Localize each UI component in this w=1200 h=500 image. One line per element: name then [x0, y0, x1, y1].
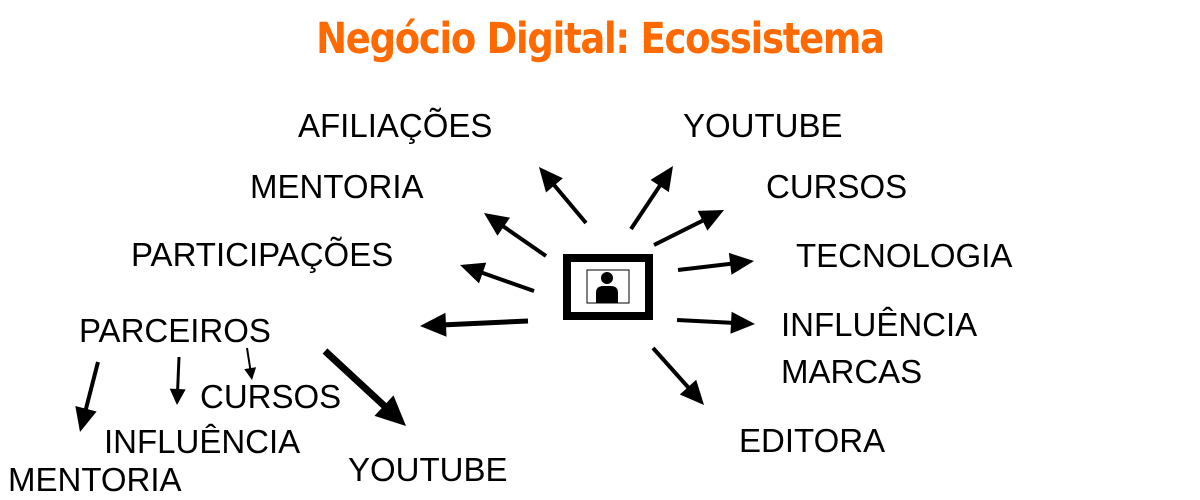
- diagram-title: Negócio Digital: Ecossistema: [316, 14, 885, 64]
- arrow-to-parceiros-influencia-shaft: [176, 356, 181, 392]
- arrow-to-participacoes-head: [460, 262, 487, 284]
- label-editora: EDITORA: [739, 422, 885, 459]
- arrow-to-editora-head: [679, 379, 704, 405]
- arrow-to-parceiros: [420, 312, 529, 337]
- arrow-to-parceiros-youtube-shaft: [322, 348, 388, 410]
- label-parceiros-mentoria: MENTORIA: [8, 461, 182, 498]
- arrow-to-cursos-shaft: [653, 218, 706, 247]
- label-parceiros: PARCEIROS: [79, 312, 271, 349]
- arrow-to-parceiros-head: [420, 312, 447, 337]
- label-participacoes: PARTICIPAÇÕES: [131, 236, 393, 273]
- arrow-to-cursos: [653, 210, 724, 247]
- arrow-to-parceiros-shaft: [443, 318, 529, 328]
- arrow-to-afiliacoes-head: [539, 167, 563, 193]
- arrow-to-parceiros-cursos-shaft: [246, 347, 252, 371]
- arrow-to-influencia-marcas: [676, 311, 755, 334]
- arrow-to-cursos-head: [697, 210, 724, 231]
- label-influencia: INFLUÊNCIA: [781, 306, 977, 343]
- arrow-to-parceiros-mentoria: [75, 361, 100, 432]
- arrow-to-tecnologia-head: [728, 252, 754, 275]
- label-parceiros-influencia: INFLUÊNCIA: [104, 423, 300, 460]
- arrow-to-influencia-marcas-shaft: [676, 318, 734, 325]
- arrow-to-parceiros-influencia-head: [169, 388, 186, 405]
- arrow-to-youtube: [629, 166, 673, 231]
- label-mentoria: MENTORIA: [250, 168, 424, 205]
- arrow-to-mentoria: [484, 213, 548, 258]
- label-parceiros-cursos: CURSOS: [200, 378, 341, 415]
- arrow-to-mentoria-shaft: [500, 223, 548, 258]
- label-youtube: YOUTUBE: [683, 107, 843, 144]
- label-cursos: CURSOS: [766, 168, 907, 205]
- arrow-to-parceiros-cursos: [244, 347, 257, 380]
- label-afiliacoes: AFILIAÇÕES: [298, 107, 492, 144]
- arrow-to-participacoes: [460, 262, 535, 293]
- person-in-frame-icon: [563, 254, 653, 320]
- arrow-to-youtube-shaft: [629, 183, 663, 231]
- arrow-to-mentoria-head: [484, 213, 510, 236]
- arrow-to-parceiros-mentoria-head: [75, 406, 97, 432]
- arrow-to-parceiros-youtube-head: [374, 395, 406, 426]
- arrow-to-youtube-head: [650, 166, 673, 193]
- arrow-to-editora-shaft: [651, 346, 691, 390]
- label-marcas: MARCAS: [781, 353, 922, 390]
- arrow-to-tecnologia: [677, 252, 754, 275]
- arrow-to-parceiros-cursos-head: [244, 367, 257, 380]
- label-tecnologia: TECNOLOGIA: [796, 237, 1012, 274]
- arrow-to-afiliacoes-shaft: [551, 182, 588, 225]
- arrow-layer: [75, 166, 755, 432]
- arrow-to-participacoes-shaft: [480, 270, 535, 293]
- label-parceiros-youtube: YOUTUBE: [348, 451, 508, 488]
- arrow-to-afiliacoes: [539, 167, 588, 225]
- arrow-to-editora: [651, 346, 704, 405]
- arrow-to-parceiros-youtube: [322, 348, 406, 426]
- arrow-to-tecnologia-shaft: [677, 261, 733, 272]
- arrow-to-parceiros-influencia: [169, 356, 186, 405]
- arrow-to-influencia-marcas-head: [730, 311, 755, 334]
- arrow-to-parceiros-mentoria-shaft: [83, 361, 100, 412]
